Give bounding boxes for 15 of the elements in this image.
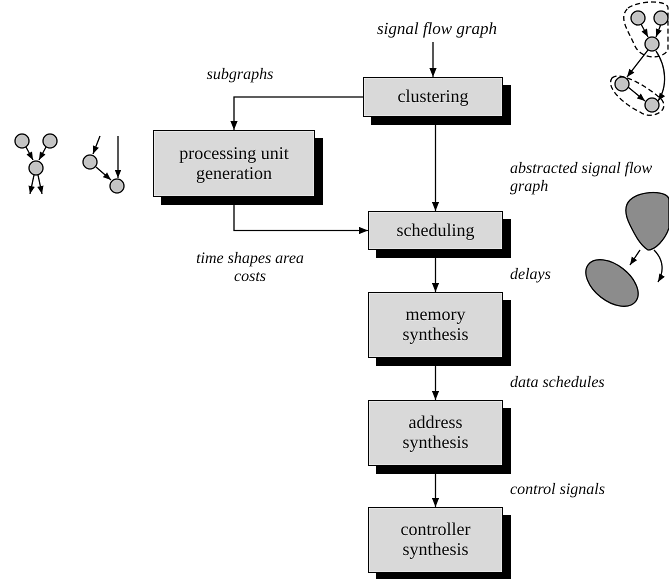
box-label: memory synthesis bbox=[401, 305, 470, 345]
box-label: controller synthesis bbox=[400, 520, 472, 560]
arrow bbox=[230, 96, 363, 130]
arrow bbox=[429, 42, 437, 77]
input-label: signal flow graph bbox=[377, 19, 497, 39]
box-label: address synthesis bbox=[401, 413, 470, 453]
edge-label: time shapes area costs bbox=[195, 250, 305, 287]
edge-label: data schedules bbox=[510, 374, 606, 392]
edge-label: subgraphs bbox=[206, 66, 274, 84]
edge-label: control signals bbox=[510, 481, 606, 500]
edge-label: delays bbox=[510, 266, 552, 284]
box-label: scheduling bbox=[396, 220, 474, 240]
box-label: clustering bbox=[398, 87, 468, 107]
box-label: processing unit generation bbox=[178, 144, 290, 184]
edge-label: abstracted signal flow graph bbox=[510, 160, 654, 197]
